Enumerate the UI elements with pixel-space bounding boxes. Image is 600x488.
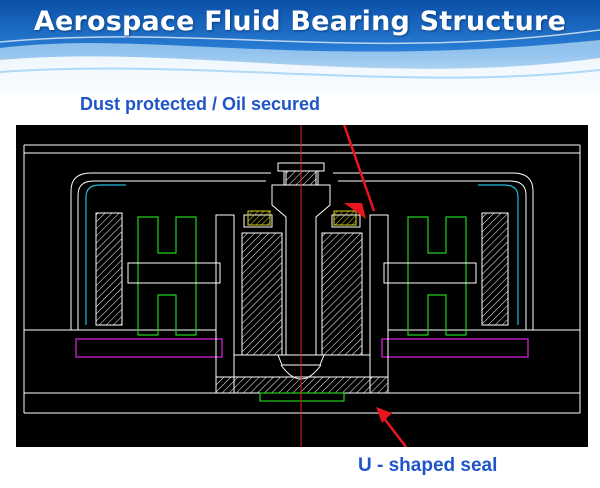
title-banner	[0, 0, 600, 95]
callout-arrow-bottom-head	[376, 407, 392, 423]
callout-arrow-top	[342, 125, 376, 212]
callout-u-seal-label: U - shaped seal	[358, 455, 498, 476]
callout-arrow-top-head	[344, 203, 366, 219]
bearing-cad-drawing	[16, 125, 588, 447]
callout-dust-oil-label: Dust protected / Oil secured	[80, 94, 321, 114]
page-title: Aerospace Fluid Bearing Structure	[33, 6, 567, 37]
